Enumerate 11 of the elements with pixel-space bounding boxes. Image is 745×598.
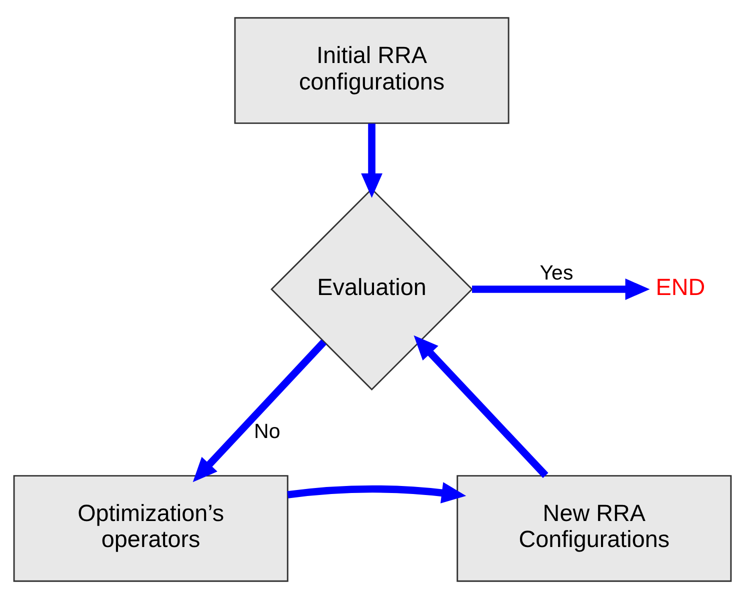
node-box: Initial RRA configurations <box>234 16 510 124</box>
arrow <box>361 123 382 198</box>
arrow <box>472 278 650 300</box>
node-box: Optimization’s operators <box>13 474 288 582</box>
edge-label: No <box>254 420 280 443</box>
node-box: New RRA Configurations <box>456 474 732 582</box>
arrow <box>287 482 466 503</box>
node-text: END <box>656 273 706 300</box>
arrow <box>414 334 548 478</box>
edge-label: Yes <box>540 260 574 284</box>
arrow <box>192 339 327 482</box>
